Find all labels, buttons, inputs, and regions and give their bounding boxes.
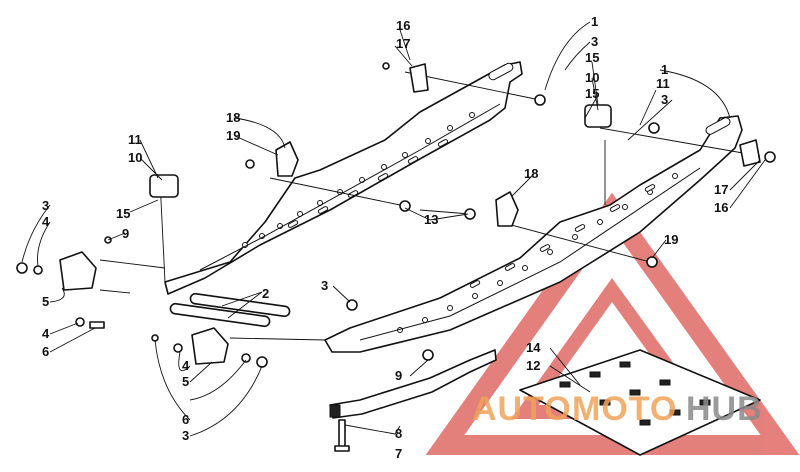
callout-19-front: 19 — [664, 232, 678, 247]
front-rail-body — [324, 115, 743, 353]
callout-10-right: 10 — [585, 70, 599, 85]
front-rail — [324, 115, 743, 353]
rear-rail — [164, 61, 523, 295]
callout-18-front: 18 — [524, 166, 538, 181]
callouts: 1 1 2 3 3 3 3 3 4 4 4 5 5 6 6 7 8 9 9 10… — [42, 14, 728, 461]
bracket-18-front — [495, 191, 519, 227]
callout-2: 2 — [262, 286, 269, 301]
rear-rail-slot-row — [287, 139, 449, 228]
callout-9-left: 9 — [122, 226, 129, 241]
wear-strip — [329, 349, 497, 419]
callout-16-top: 16 — [396, 18, 410, 33]
callout-15-top: 15 — [585, 50, 599, 65]
callout-11-left: 11 — [128, 132, 142, 147]
callout-1-rear: 1 — [591, 14, 598, 29]
bumper-upper — [59, 251, 97, 291]
rear-rail-body — [164, 61, 523, 295]
bracket-17-upper — [409, 63, 429, 93]
callout-19-rear: 19 — [226, 128, 240, 143]
watermark-text: AUTO MOTO HUB — [472, 390, 763, 428]
front-rail-slot — [705, 117, 731, 135]
cross-shafts — [169, 292, 291, 328]
callout-15-right: 15 — [585, 86, 599, 101]
callout-17-top: 17 — [396, 36, 410, 51]
callout-4-left: 4 — [42, 214, 50, 229]
callout-8: 8 — [395, 426, 402, 441]
callout-5-left: 5 — [42, 294, 49, 309]
callout-6-bottom: 6 — [182, 412, 189, 427]
callout-1-front: 1 — [661, 62, 668, 77]
hardware — [16, 62, 776, 368]
watermark-brand-left: AUTO — [472, 390, 572, 428]
callout-9-bottom: 9 — [395, 368, 402, 383]
callout-3-bottom: 3 — [182, 428, 189, 443]
callout-3-right: 3 — [661, 92, 668, 107]
cross-shaft-upper — [189, 292, 291, 318]
callout-11-right: 11 — [656, 76, 670, 91]
callout-5-bottom: 5 — [182, 374, 189, 389]
callout-4-mid: 4 — [42, 326, 50, 341]
callout-14: 14 — [526, 340, 541, 355]
callout-10-left: 10 — [128, 150, 142, 165]
stopper-block-left — [149, 174, 179, 198]
callout-4-bottom: 4 — [182, 358, 190, 373]
callout-3-mid: 3 — [321, 278, 328, 293]
cross-shaft-lower — [169, 302, 271, 328]
watermark-brand-right: HUB — [686, 390, 763, 428]
callout-6-left: 6 — [42, 344, 49, 359]
callout-leaders — [21, 21, 766, 437]
callout-18-rear: 18 — [226, 110, 240, 125]
rear-rail-slot — [488, 62, 514, 81]
front-rail-hole-row — [397, 173, 678, 333]
wear-strip-end-cap — [329, 404, 341, 418]
watermark-brand-mid: MOTO — [572, 390, 677, 428]
callout-16-right: 16 — [714, 200, 728, 215]
watermark-triangle-outer — [425, 192, 800, 455]
bumper-lower — [191, 327, 229, 365]
bracket-18-rear — [275, 141, 299, 177]
track-belt-outline — [519, 349, 761, 456]
callout-7: 7 — [395, 446, 402, 461]
callout-15-left: 15 — [116, 206, 130, 221]
callout-12: 12 — [526, 358, 540, 373]
bracket-17-front — [739, 139, 761, 167]
bolt-7 — [334, 419, 350, 452]
axle-lines — [99, 71, 761, 341]
front-rail-slot-row — [469, 184, 656, 288]
callout-3-top: 3 — [591, 34, 598, 49]
track-belt — [519, 349, 761, 456]
callout-3-left: 3 — [42, 198, 49, 213]
callout-17-right: 17 — [714, 182, 728, 197]
track-cleats — [559, 361, 711, 426]
callout-13: 13 — [424, 212, 438, 227]
